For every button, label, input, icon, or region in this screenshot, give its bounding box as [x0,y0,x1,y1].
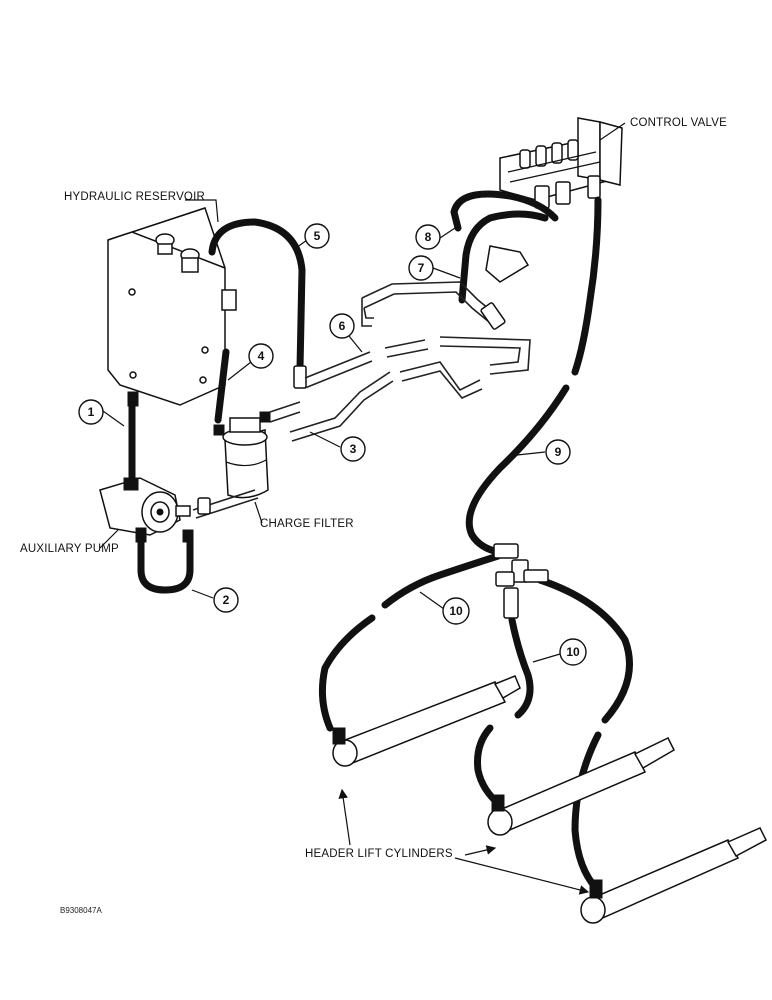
hose-8 [450,190,559,232]
svg-text:8: 8 [425,230,432,244]
tube-return [361,245,530,330]
hydraulic-reservoir [107,207,237,407]
callout-10-right: 10 [559,638,587,666]
svg-text:7: 7 [418,261,425,275]
callout-9: 9 [545,439,571,465]
label-charge-filter: CHARGE FILTER [260,518,354,530]
callout-4: 4 [248,343,274,369]
label-auxiliary-pump: AUXILIARY PUMP [20,543,119,555]
callout-2: 2 [213,587,239,613]
svg-text:10: 10 [566,645,580,659]
label-control-valve: CONTROL VALVE [630,117,727,129]
hose-4 [214,348,230,424]
label-header-lift-cylinders: HEADER LIFT CYLINDERS [305,848,453,860]
hose-5 [208,218,307,389]
auxiliary-pump [99,477,194,543]
callout-6: 6 [329,313,355,339]
svg-text:9: 9 [555,445,562,459]
callout-8: 8 [415,224,441,250]
tube-3 [269,361,483,442]
tube-pump-filter [192,489,259,519]
svg-text:6: 6 [339,319,346,333]
hose-10-right [536,576,633,894]
svg-text:5: 5 [314,229,321,243]
callout-3: 3 [340,436,366,462]
callout-5: 5 [304,223,330,249]
header-lift-cylinder-2 [487,737,675,836]
tube-6 [304,336,531,389]
leader-lines [99,122,626,895]
svg-text:2: 2 [223,593,230,607]
label-hydraulic-reservoir: HYDRAULIC RESERVOIR [64,191,205,203]
svg-text:1: 1 [88,405,95,419]
charge-filter [213,411,271,499]
header-lift-cylinder-1 [332,675,521,767]
hose-9 [465,196,602,556]
figure-code: B9308047A [60,906,102,915]
svg-text:10: 10 [449,604,463,618]
svg-text:4: 4 [258,349,265,363]
hose-7 [458,210,549,304]
callout-7: 7 [408,255,434,281]
hose-2 [137,536,194,594]
hose-10-left [318,552,502,732]
control-valve [499,117,623,209]
hose-10-middle [474,616,534,809]
callout-10-left: 10 [442,597,470,625]
svg-text:3: 3 [350,442,357,456]
callout-1: 1 [78,399,104,425]
tee-fitting-upper [493,543,549,619]
header-lift-cylinder-3 [580,827,767,924]
